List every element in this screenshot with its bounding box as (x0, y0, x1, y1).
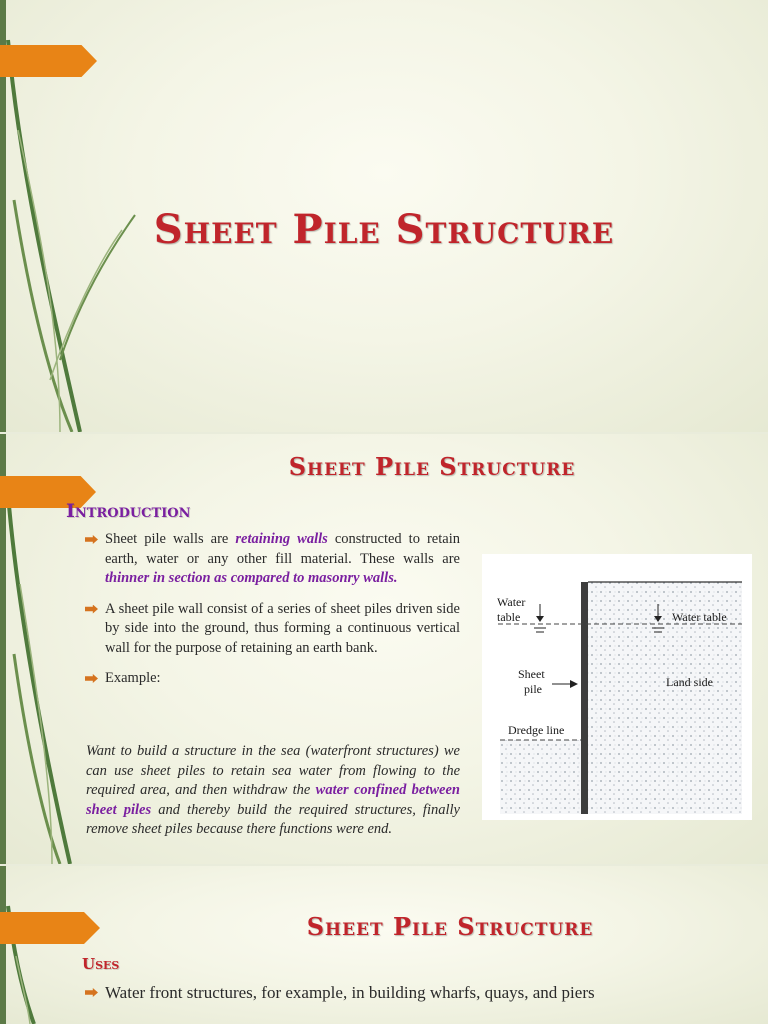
slide-left-bar (0, 0, 6, 432)
decorative-swirl (6, 39, 136, 432)
sheet-pile-diagram: Water table Water table Sheet pile Land … (482, 554, 752, 820)
slide-uses: Sheet Pile Structure Uses Water front st… (0, 866, 768, 1024)
slide-introduction: Sheet Pile Structure Introduction Sheet … (0, 434, 768, 864)
sheet-pile-label: Sheet (518, 667, 545, 681)
water-table-left-label: table (497, 610, 520, 624)
bullet-list: Sheet pile walls are retaining walls con… (80, 530, 460, 689)
section-heading: Introduction (66, 500, 191, 522)
sheet-pile-label: pile (524, 682, 542, 696)
decorative-swirl (6, 493, 72, 864)
dredge-line-label: Dredge line (508, 723, 564, 737)
arrow-bullet-icon (85, 604, 98, 614)
arrow-bullet-icon (85, 535, 98, 544)
water-table-left-label: Water (497, 595, 525, 609)
slide-tab-marker (0, 476, 96, 508)
decorative-swirl (6, 905, 36, 1024)
slide-tab-marker (0, 912, 100, 944)
slide-left-bar (0, 434, 6, 864)
water-table-right-label: Water table (672, 610, 727, 624)
slide-heading: Sheet Pile Structure (306, 912, 594, 941)
example-paragraph: Want to build a structure in the sea (wa… (86, 743, 460, 837)
list-item: Sheet pile walls are retaining walls con… (80, 530, 460, 589)
list-item: Example: (80, 669, 460, 689)
slide-title: Sheet Pile Structure (0, 0, 768, 432)
sheet-pile-wall (581, 582, 588, 814)
bullet-list: Water front structures, for example, in … (80, 982, 720, 1003)
slide-heading: Sheet Pile Structure (288, 452, 576, 481)
arrow-bullet-icon (85, 988, 98, 997)
list-item: A sheet pile wall consist of a series of… (80, 600, 460, 659)
slide-left-bar (0, 866, 6, 1024)
slide-title-heading: Sheet Pile Structure (153, 206, 615, 253)
list-item: Water front structures, for example, in … (80, 982, 720, 1003)
land-side-label: Land side (666, 675, 713, 689)
land-side-soil (588, 582, 742, 814)
arrow-bullet-icon (85, 674, 98, 683)
section-heading: Uses (82, 955, 120, 973)
dredge-soil (500, 740, 586, 814)
slide-tab-marker (0, 45, 97, 77)
